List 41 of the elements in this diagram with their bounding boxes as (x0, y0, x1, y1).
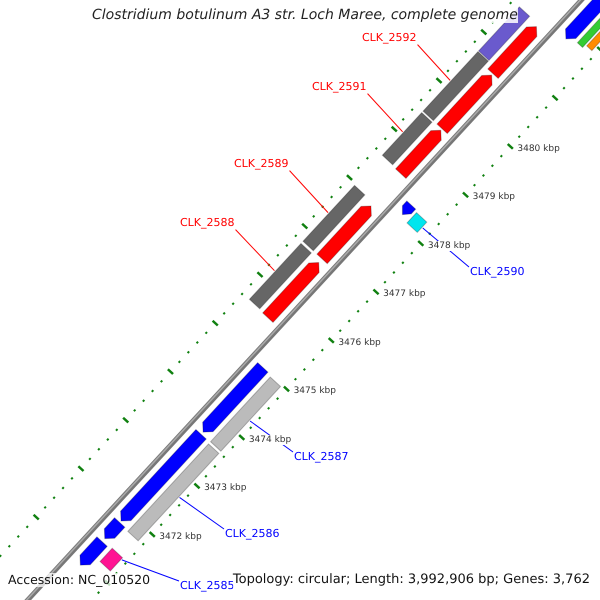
title: Clostridium botulinum A3 str. Loch Maree, complete genome (92, 7, 518, 24)
gene-block (316, 205, 372, 264)
gene-label: CLK_2590 (470, 266, 525, 279)
gene-block (79, 536, 108, 566)
gene-label: CLK_2586 (225, 528, 280, 541)
gene-label: CLK_2585 (180, 580, 235, 593)
feature-bar (422, 50, 489, 122)
gene-block (565, 0, 600, 40)
topology-note: Topology: circular; Length: 3,992,906 bp; Genes: 3,762 (232, 573, 590, 588)
gene-block (394, 130, 442, 180)
gene-block (436, 74, 493, 134)
accession-note: Accession: NC_010520 (8, 573, 150, 588)
scale-label: 3478 kbp (426, 240, 472, 252)
leader-line (417, 44, 451, 81)
gene-label: CLK_2588 (180, 217, 235, 230)
gene-block (262, 262, 320, 324)
leader-line (235, 229, 275, 272)
gene-block (402, 200, 416, 216)
feature-bar (302, 184, 366, 252)
scale-label: 3472 kbp (158, 532, 203, 542)
scale-label: 3474 kbp (248, 434, 292, 446)
scale-label: 3475 kbp (292, 386, 337, 397)
gene-label: CLK_2592 (362, 32, 417, 45)
scale-label: 3473 kbp (203, 483, 248, 494)
leader-line (121, 559, 180, 582)
feature-bar (406, 212, 428, 234)
scale-label: 3476 kbp (337, 338, 382, 348)
leader-line (367, 93, 404, 132)
gene-label: CLK_2589 (234, 158, 289, 171)
leader-line (179, 496, 224, 530)
gene-block (487, 26, 538, 80)
scale-label: 3480 kbp (516, 144, 561, 154)
leader-line (289, 170, 329, 214)
gene-block (202, 362, 269, 433)
scale-label: 3477 kbp (382, 289, 426, 300)
scale-label: 3479 kbp (472, 192, 516, 203)
feature-bar (248, 242, 312, 310)
gene-label: CLK_2587 (294, 451, 349, 464)
feature-bar (382, 112, 433, 166)
gene-block (104, 517, 126, 540)
gene-label: CLK_2591 (312, 81, 367, 94)
